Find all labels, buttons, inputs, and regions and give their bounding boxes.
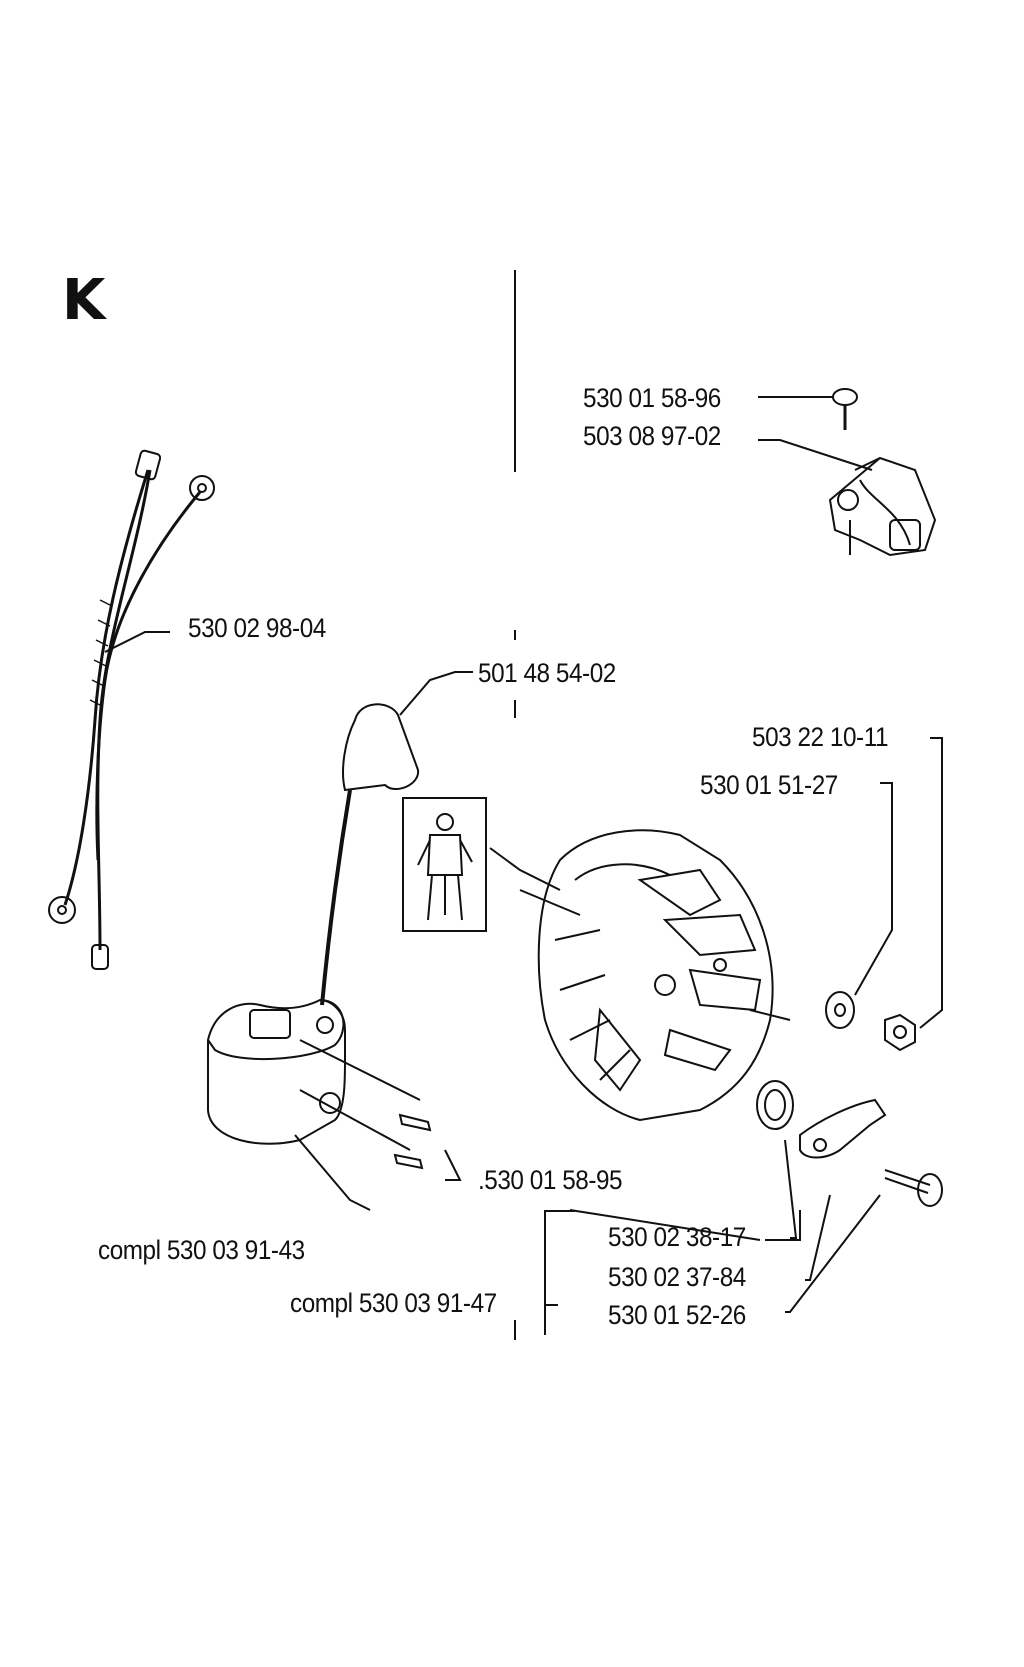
screw-icon: [832, 388, 858, 430]
ignition-module-icon: [206, 998, 346, 1145]
spark-plug-cap-icon: [320, 703, 420, 1006]
washer-icon: [825, 991, 855, 1029]
part-label: 530 02 38-17: [608, 1222, 746, 1252]
part-label: .530 01 58-95: [478, 1165, 623, 1195]
wiring-harness-icon: [48, 449, 215, 970]
part-label: 501 48 54-02: [478, 658, 616, 688]
part-label: 530 01 58-96: [583, 383, 721, 413]
part-label: 530 02 98-04: [188, 613, 326, 643]
pawl-icon: [799, 1098, 887, 1159]
section-letter: K: [62, 268, 106, 333]
part-label: 530 01 51-27: [700, 770, 838, 800]
part-label: 503 08 97-02: [583, 421, 721, 451]
key-icon: [756, 1080, 794, 1130]
part-label: 503 22 10-11: [752, 722, 889, 752]
leader-lines: [104, 396, 943, 1335]
part-label: compl 530 03 91-47: [290, 1288, 497, 1318]
part-label: 530 02 37-84: [608, 1262, 746, 1292]
screw-icon: [393, 1113, 943, 1207]
switch-bracket-icon: [828, 456, 937, 557]
nut-icon: [884, 1013, 916, 1052]
part-label: compl 530 03 91-43: [98, 1235, 305, 1265]
flywheel-icon: [537, 829, 774, 1122]
mechanic-figure-icon: [402, 797, 487, 932]
part-label: 530 01 52-26: [608, 1300, 746, 1330]
